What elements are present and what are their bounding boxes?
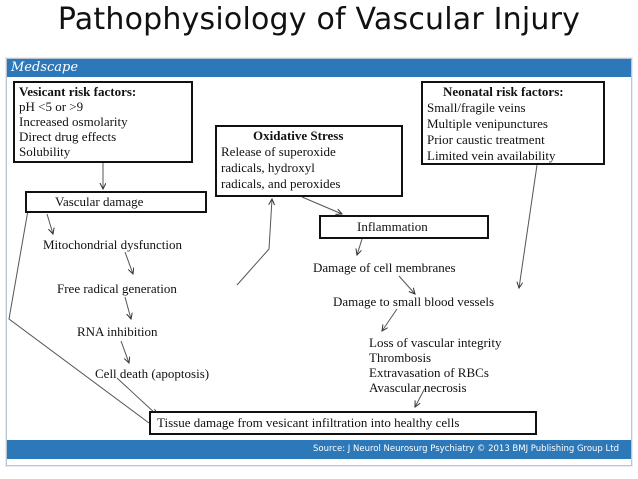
vascular-damage-box xyxy=(25,191,207,213)
outcome-item: Avascular necrosis xyxy=(369,380,467,395)
inflammation-box xyxy=(319,215,489,239)
mito-dysfunction-label: Mitochondrial dysfunction xyxy=(43,237,183,252)
arrow-freeradical-to-rna xyxy=(124,296,131,319)
oxidative-line: Release of superoxide xyxy=(221,144,336,159)
oxidative-line: radicals, and peroxides xyxy=(221,176,341,191)
arrow-vessels-to-outcomes xyxy=(382,308,398,331)
source-bar: Source: J Neurol Neurosurg Psychiatry © … xyxy=(7,440,631,459)
arrow-rna-to-celldeath xyxy=(120,340,129,363)
outcome-item: Thrombosis xyxy=(369,350,432,365)
arrow-oxidative-to-inflammation xyxy=(301,196,342,214)
neonatal-item: Prior caustic treatment xyxy=(427,132,545,147)
vesicant-heading: Vesicant risk factors: xyxy=(19,84,137,99)
free-radical-label: Free radical generation xyxy=(57,281,177,296)
neonatal-risk-box xyxy=(421,81,605,165)
neonatal-item: Limited vein availability xyxy=(427,148,556,163)
small-vessels-label: Damage to small blood vessels xyxy=(333,294,495,309)
arrow-membranes-to-vessels xyxy=(398,275,415,294)
oxidative-heading: Oxidative Stress xyxy=(253,128,344,143)
arrow-outcomes-to-tissue xyxy=(415,387,426,407)
arrow-neonatal-to-vessels xyxy=(519,164,538,288)
tissue-damage-box xyxy=(149,411,537,435)
oxidative-line: radicals, hydroxyl xyxy=(221,160,315,175)
connector-lines xyxy=(8,163,538,424)
cell-death-label: Cell death (apoptosis) xyxy=(95,366,210,381)
source-citation: Source: J Neurol Neurosurg Psychiatry © … xyxy=(313,444,619,454)
neonatal-item: Multiple venipunctures xyxy=(427,116,548,131)
vesicant-item: Solubility xyxy=(19,144,71,159)
figure-panel: Medscape Vesicant risk factors: pH xyxy=(6,58,632,466)
vesicant-item: pH <5 or >9 xyxy=(19,99,84,114)
vesicant-item: Direct drug effects xyxy=(19,129,117,144)
brand-bar: Medscape xyxy=(7,59,631,77)
arrow-vascular-to-mito xyxy=(46,213,53,234)
outcome-item: Loss of vascular integrity xyxy=(369,335,502,350)
outcome-item: Extravasation of RBCs xyxy=(369,365,489,380)
cell-membranes-label: Damage of cell membranes xyxy=(313,260,456,275)
arrow-tissue-to-vascular xyxy=(8,193,150,424)
slide-title: Pathophysiology of Vascular Injury xyxy=(57,2,581,37)
neonatal-item: Small/fragile veins xyxy=(427,100,526,115)
arrow-celldeath-to-tissue xyxy=(116,377,157,415)
vesicant-item: Increased osmolarity xyxy=(19,114,128,129)
vesicant-risk-box xyxy=(13,81,193,163)
medscape-logo: Medscape xyxy=(11,60,79,75)
vascular-damage-label: Vascular damage xyxy=(55,194,144,209)
neonatal-heading: Neonatal risk factors: xyxy=(443,84,564,99)
inflammation-label: Inflammation xyxy=(357,219,428,234)
arrow-inflammation-to-membranes xyxy=(357,238,363,255)
arrow-mito-to-freeradical xyxy=(124,251,133,274)
rna-inhibition-label: RNA inhibition xyxy=(77,324,158,339)
arrow-freeradical-to-oxidative xyxy=(236,199,272,286)
tissue-damage-label: Tissue damage from vesicant infiltration… xyxy=(157,415,460,430)
oxidative-stress-box xyxy=(215,125,403,197)
